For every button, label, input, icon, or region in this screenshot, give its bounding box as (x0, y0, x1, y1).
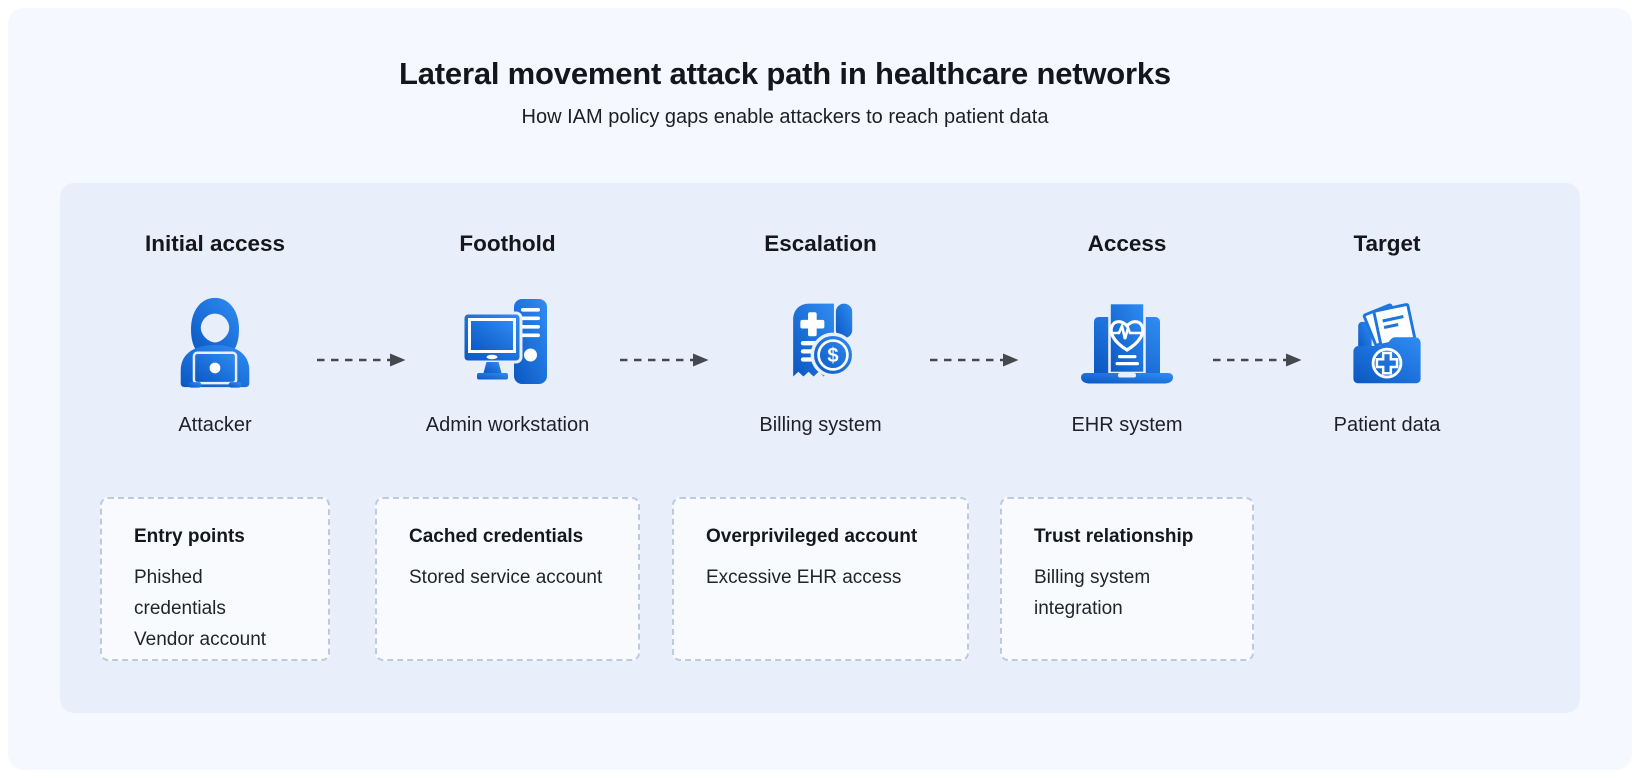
flow-arrow-icon (317, 353, 406, 367)
detail-box-trust-relationship: Trust relationship Billing system integr… (1000, 497, 1254, 661)
patient-data-icon (1353, 303, 1421, 384)
stage-icon-cell (100, 287, 330, 397)
stage-icon-cell: $ (672, 287, 969, 397)
stage-heading-access: Access (1087, 231, 1167, 256)
detail-box-line: Vendor account (134, 629, 267, 650)
infographic-card: Lateral movement attack path in healthca… (8, 8, 1632, 770)
flow-arrow-icon (620, 353, 709, 367)
svg-text:$: $ (827, 345, 838, 367)
stage-icon-cell (1000, 287, 1254, 397)
detail-box-line: Excessive EHR access (706, 567, 902, 588)
detail-box-title: Cached credentials (409, 526, 584, 547)
stage-icon-cell (1287, 287, 1487, 397)
stage-heading-initial-access: Initial access (144, 231, 286, 256)
flow-arrow-icon (930, 353, 1019, 367)
detail-box-title: Overprivileged account (706, 526, 918, 547)
stage-label-billing-system: Billing system (759, 413, 882, 436)
detail-box-cached-credentials: Cached credentials Stored service accoun… (375, 497, 640, 661)
billing-system-icon: $ (792, 303, 855, 378)
stage-label-patient-data: Patient data (1333, 413, 1441, 436)
page-subtitle: How IAM policy gaps enable attackers to … (521, 106, 1049, 128)
ehr-system-icon (1081, 301, 1173, 384)
stage-heading-escalation: Escalation (764, 231, 877, 256)
detail-box-line: Phished credentials (134, 567, 226, 619)
stage-label-ehr-system: EHR system (1071, 413, 1183, 436)
header: Lateral movement attack path in healthca… (8, 57, 1632, 131)
attacker-icon (180, 297, 250, 388)
admin-workstation-icon (461, 299, 547, 384)
detail-box-entry-points: Entry points Phished credentials Vendor … (100, 497, 330, 661)
detail-box-line: Billing system integration (1034, 567, 1151, 619)
stage-heading-foothold: Foothold (459, 231, 556, 256)
detail-box-line: Stored service account (409, 567, 603, 588)
attack-path-grid: Initial access Foothold Escalation Acces… (60, 183, 1580, 661)
flow-arrow-icon (1213, 353, 1302, 367)
stage-icon-cell (375, 287, 640, 397)
attack-path-panel: Initial access Foothold Escalation Acces… (60, 183, 1580, 713)
detail-box-title: Trust relationship (1034, 526, 1194, 547)
stage-heading-target: Target (1353, 231, 1421, 256)
detail-box-overprivileged-account: Overprivileged account Excessive EHR acc… (672, 497, 969, 661)
page-title: Lateral movement attack path in healthca… (399, 56, 1171, 91)
stage-label-admin-workstation: Admin workstation (425, 413, 590, 436)
stage-label-attacker: Attacker (178, 413, 252, 436)
detail-box-title: Entry points (134, 526, 245, 547)
